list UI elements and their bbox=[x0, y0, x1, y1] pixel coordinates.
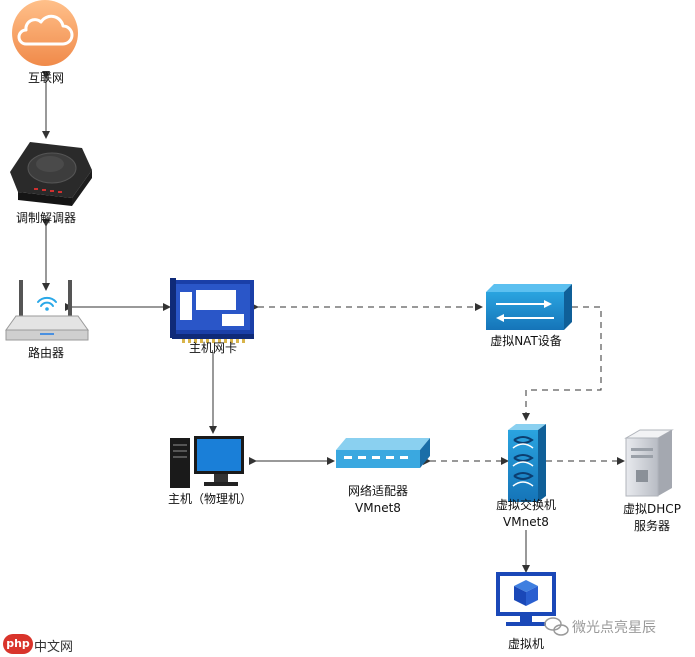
label-virtual-nat: 虚拟NAT设备 bbox=[490, 334, 562, 348]
watermark-brand: 微光点亮星辰 bbox=[572, 620, 656, 636]
label-switch-line1: 虚拟交换机 bbox=[495, 498, 556, 512]
label-dhcp-line2: 服务器 bbox=[633, 519, 670, 533]
router-icon bbox=[5, 280, 89, 341]
watermark-site-badge: php bbox=[3, 634, 33, 654]
link-nat-switch bbox=[522, 306, 602, 421]
watermark-site-name: 中文网 bbox=[34, 640, 74, 655]
label-modem: 调制解调器 bbox=[15, 211, 76, 225]
wechat-icon bbox=[544, 617, 569, 636]
server-icon bbox=[624, 429, 674, 497]
desktop-computer-icon bbox=[170, 436, 244, 488]
virtual-switch-icon bbox=[508, 424, 546, 502]
label-switch-line2: VMnet8 bbox=[503, 515, 549, 529]
network-card-icon bbox=[170, 278, 254, 343]
label-internet: 互联网 bbox=[27, 71, 64, 85]
nat-device-icon bbox=[486, 284, 572, 330]
modem-icon bbox=[10, 142, 92, 206]
label-adapter-line1: 网络适配器 bbox=[347, 484, 408, 498]
label-router: 路由器 bbox=[27, 346, 64, 360]
label-dhcp-line1: 虚拟DHCP bbox=[623, 502, 681, 516]
label-vm: 虚拟机 bbox=[507, 637, 544, 651]
connections bbox=[42, 71, 625, 573]
cloud-icon bbox=[12, 0, 78, 66]
label-adapter-line2: VMnet8 bbox=[355, 501, 401, 515]
network-adapter-icon bbox=[336, 438, 430, 468]
label-host: 主机（物理机） bbox=[167, 492, 252, 506]
label-host-nic: 主机网卡 bbox=[188, 341, 237, 355]
virtual-machine-icon bbox=[496, 572, 556, 626]
